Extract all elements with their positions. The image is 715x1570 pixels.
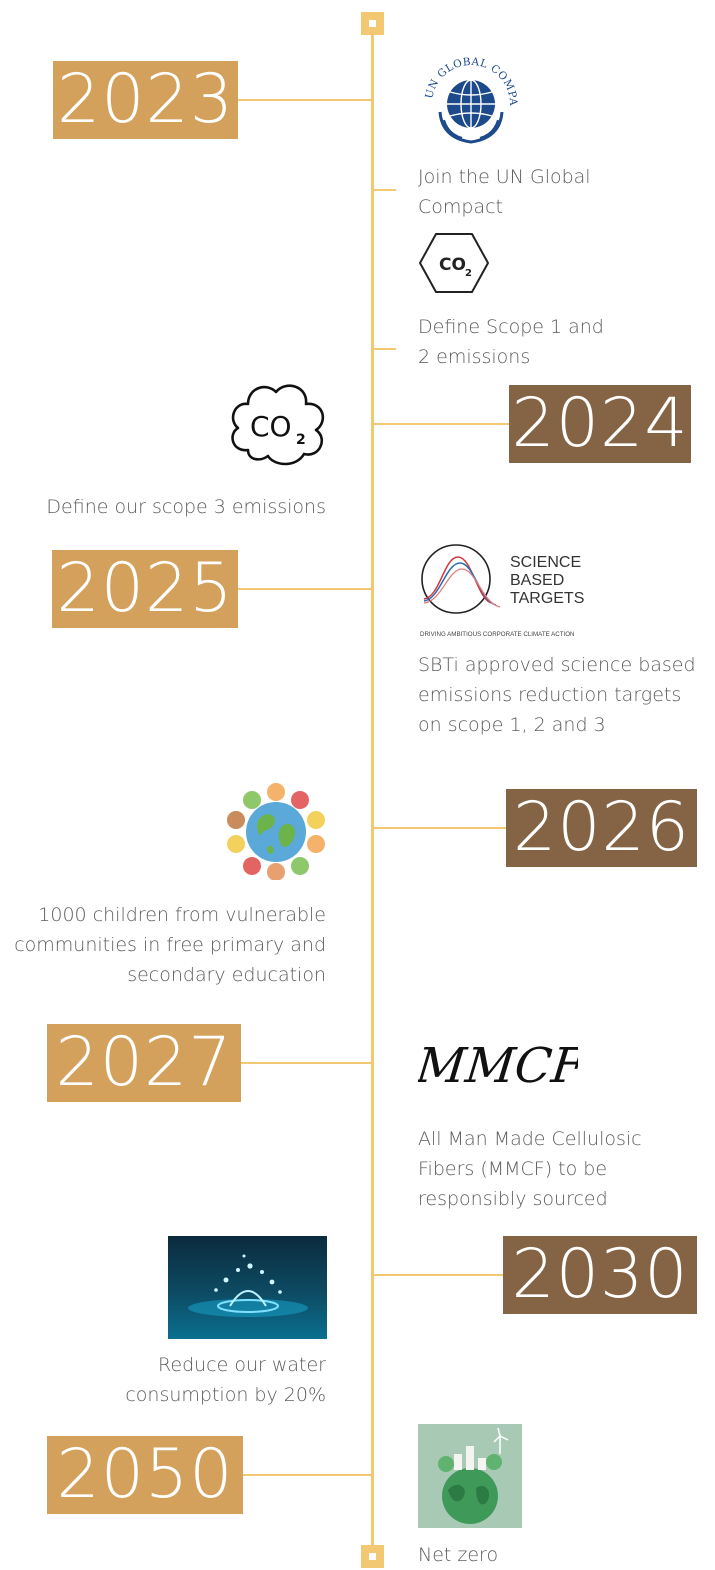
svg-text:SCIENCE: SCIENCE — [510, 554, 581, 571]
caption-scope-3: Define our scope 3 emissions — [46, 496, 326, 518]
connector-2027 — [241, 1062, 371, 1064]
connector-2030 — [374, 1274, 503, 1276]
caption-sbti: SBTi approved science based emissions re… — [418, 654, 696, 736]
timeline-end-marker — [361, 1545, 384, 1568]
svg-text:2: 2 — [465, 268, 472, 279]
co2-hexagon-icon: CO 2 — [418, 232, 490, 294]
caption-un-global-compact: Join the UN Global Compact — [418, 166, 591, 218]
year-badge-2030: 2030 — [503, 1236, 697, 1314]
co2-cloud-icon: CO 2 — [226, 378, 330, 470]
year-badge-2027: 2027 — [47, 1024, 241, 1102]
caption-education: 1000 children from vulnerable communitie… — [14, 904, 326, 986]
connector-2026 — [374, 827, 506, 829]
year-badge-2025: 2025 — [52, 550, 238, 628]
caption-net-zero: Net zero — [418, 1544, 499, 1566]
year-badge-2023: 2023 — [53, 61, 238, 139]
children-around-globe-icon — [224, 780, 328, 881]
svg-text:DRIVING AMBITIOUS CORPORATE CL: DRIVING AMBITIOUS CORPORATE CLIMATE ACTI… — [420, 631, 574, 638]
svg-text:BASED: BASED — [510, 572, 564, 589]
svg-text:MMCF: MMCF — [418, 1038, 578, 1094]
green-earth-icon — [418, 1424, 522, 1528]
water-drop-icon — [168, 1236, 327, 1339]
connector-2023 — [238, 99, 371, 101]
timeline-start-marker — [361, 12, 384, 35]
timeline-line — [371, 22, 374, 1547]
svg-text:2: 2 — [296, 432, 306, 448]
svg-text:CO: CO — [250, 410, 292, 443]
connector-2025 — [238, 588, 371, 590]
svg-text:TARGETS: TARGETS — [510, 590, 584, 607]
year-badge-2026: 2026 — [506, 789, 697, 867]
svg-text:CO: CO — [439, 255, 466, 275]
year-badge-2050: 2050 — [47, 1436, 243, 1514]
tick-scope-1-2 — [374, 348, 396, 350]
mmcf-text-icon: MMCF — [413, 1034, 590, 1094]
science-based-targets-icon: SCIENCE BASED TARGETS DRIVING AMBITIOUS … — [418, 539, 628, 639]
connector-2050 — [243, 1474, 371, 1476]
caption-scope-1-2: Define Scope 1 and 2 emissions — [418, 316, 604, 368]
caption-water: Reduce our water consumption by 20% — [125, 1354, 326, 1406]
year-badge-2024: 2024 — [509, 385, 691, 463]
un-global-compact-icon: UN GLOBAL COMPACT — [414, 37, 524, 152]
tick-un-global-compact — [374, 189, 396, 191]
caption-mmcf: All Man Made Cellulosic Fibers (MMCF) to… — [418, 1128, 642, 1210]
connector-2024 — [374, 423, 509, 425]
